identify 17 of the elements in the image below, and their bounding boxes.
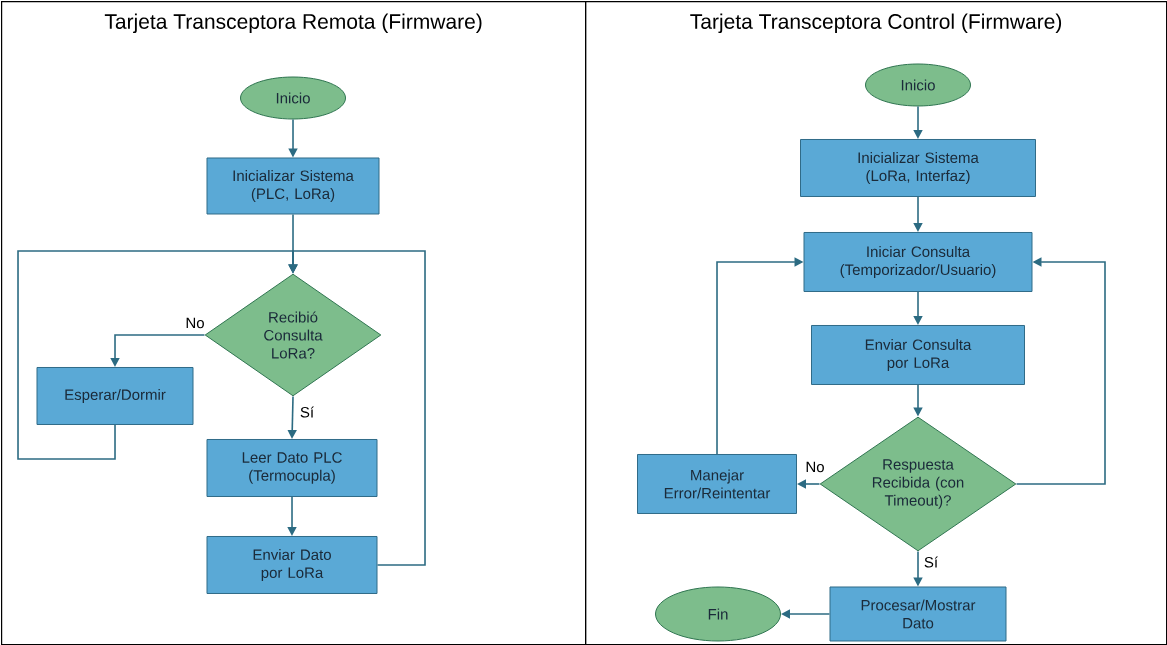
process-box: Inicializar Sistema (PLC, LoRa) — [206, 157, 380, 215]
process-box: Enviar Consulta por LoRa — [811, 325, 1025, 385]
process-box: Manejar Error/Reintentar — [637, 454, 797, 514]
terminal-oval: Fin — [655, 586, 781, 642]
edge-label: Sí — [924, 556, 938, 568]
process-box: Procesar/Mostrar Dato — [829, 586, 1007, 642]
terminal-oval: Inicio — [865, 63, 971, 107]
arrow — [1015, 257, 1106, 485]
process-box: Leer Dato PLC (Termocupla) — [206, 439, 378, 497]
edge-label: No — [186, 317, 204, 329]
process-box: Esperar/Dormir — [36, 367, 194, 425]
arrow — [288, 250, 426, 566]
terminal-oval: Inicio — [240, 76, 346, 120]
process-box: Inicializar Sistema (LoRa, Interfaz) — [800, 139, 1036, 197]
process-box: Iniciar Consulta (Temporizador/Usuario) — [803, 232, 1033, 292]
process-box: Enviar Dato por LoRa — [206, 536, 378, 594]
edge-label: Sí — [300, 406, 314, 418]
